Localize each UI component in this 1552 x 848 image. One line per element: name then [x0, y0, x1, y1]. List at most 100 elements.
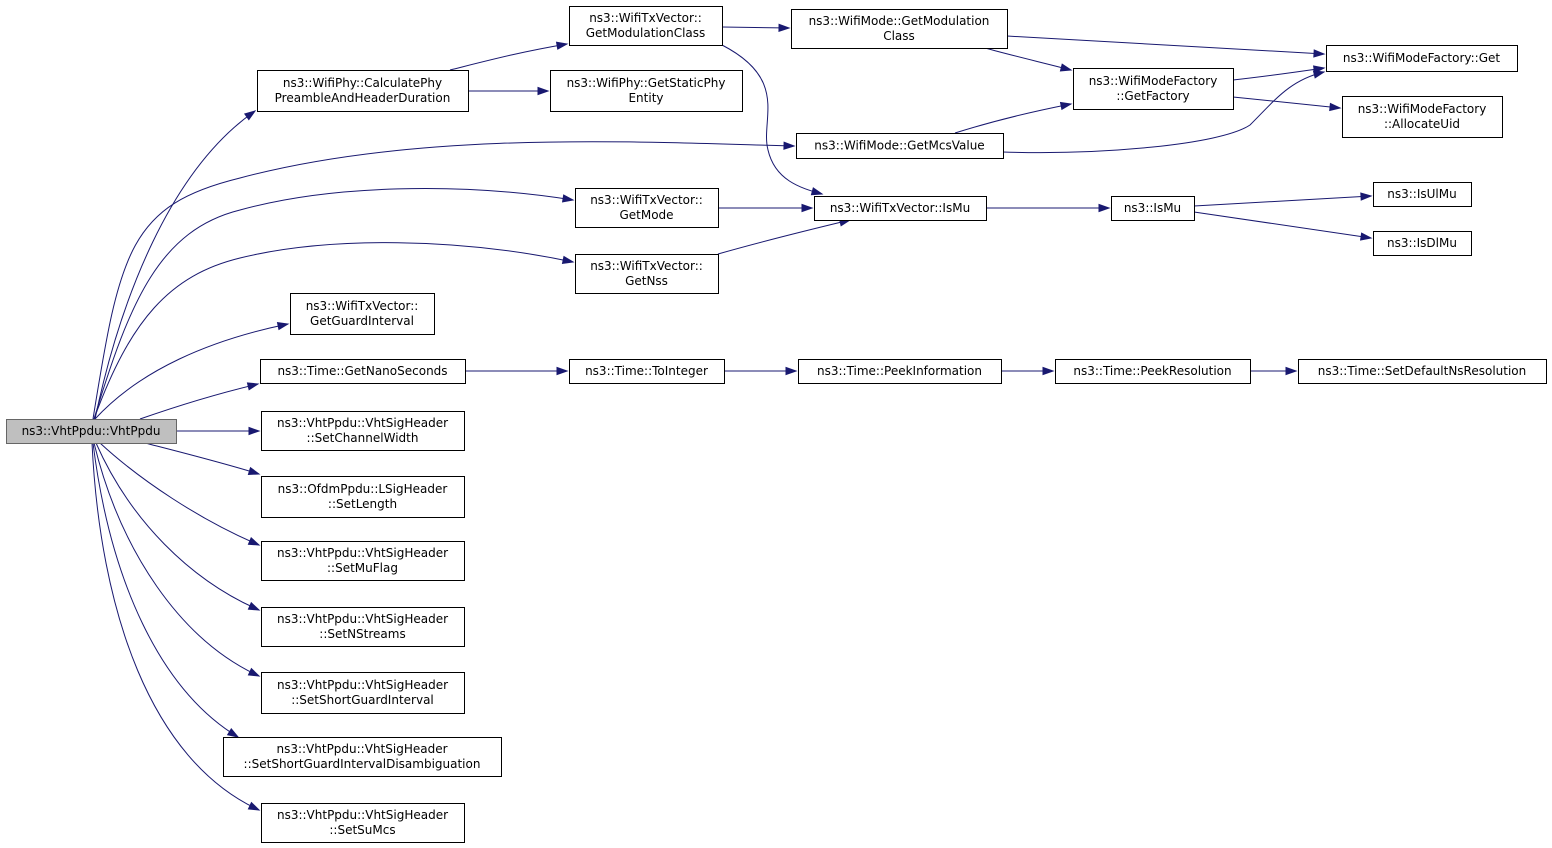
node-box [569, 359, 725, 384]
node-box [1373, 182, 1472, 207]
edge-root-getmode [93, 188, 574, 420]
node-label: ns3::WifiMode::GetMcsValue [814, 139, 984, 153]
node-label: Class [883, 29, 915, 43]
node-allocuid[interactable]: ns3::WifiModeFactory::AllocateUid [1342, 96, 1503, 138]
node-label: ns3::VhtPpdu::VhtSigHeader [277, 612, 448, 626]
node-getmode[interactable]: ns3::WifiTxVector::GetMode [575, 188, 719, 228]
arrowhead-root-sumcs [247, 801, 261, 811]
edge-root-calc [94, 110, 256, 420]
arrowhead-modegetmodclass-getfactory [1059, 63, 1073, 72]
edge-getfactory-allocuid [1232, 96, 1341, 109]
node-isdlmu[interactable]: ns3::IsDlMu [1373, 231, 1472, 256]
edge-root-guard [94, 323, 289, 420]
arrowhead-root-muflag [247, 537, 261, 546]
edge-getmcs-getfactory [954, 103, 1072, 134]
edge-getnss-txismu [717, 219, 851, 255]
node-label: ns3::WifiModeFactory::Get [1343, 51, 1500, 65]
node-label: ns3::IsMu [1124, 201, 1181, 215]
node-box [814, 196, 987, 221]
edge-root-sgidis [92, 442, 239, 738]
arrowhead-root-getmode [561, 194, 575, 203]
node-label: ns3::WifiPhy::CalculatePhy [283, 76, 442, 90]
node-label: ns3::IsDlMu [1387, 236, 1457, 250]
edge-root-nstreams [95, 442, 260, 611]
edge-root-getmcs [92, 141, 795, 420]
node-box [1342, 96, 1503, 138]
edge-root-setlength [144, 442, 260, 475]
node-peekres[interactable]: ns3::Time::PeekResolution [1055, 359, 1251, 384]
call-graph-edges [91, 23, 1373, 811]
node-getnss[interactable]: ns3::WifiTxVector::GetNss [575, 254, 719, 294]
node-sgi[interactable]: ns3::VhtPpdu::VhtSigHeader::SetShortGuar… [261, 672, 465, 714]
node-label: ns3::Time::SetDefaultNsResolution [1318, 364, 1527, 378]
node-box [1298, 359, 1547, 384]
node-calc[interactable]: ns3::WifiPhy::CalculatePhyPreambleAndHea… [257, 70, 469, 112]
node-guard[interactable]: ns3::WifiTxVector::GetGuardInterval [290, 293, 435, 335]
node-label: ns3::VhtPpdu::VhtPpdu [22, 424, 161, 438]
node-box [550, 70, 743, 112]
arrowhead-ismu-isdlmu [1360, 232, 1373, 241]
node-label: ns3::WifiTxVector:: [306, 299, 419, 313]
node-getfactory[interactable]: ns3::WifiModeFactory::GetFactory [1073, 68, 1234, 110]
arrowhead-getmodclass-txismu [810, 187, 824, 196]
node-factoryget[interactable]: ns3::WifiModeFactory::Get [1326, 45, 1518, 72]
edge-root-sumcs [91, 442, 260, 811]
node-label: GetMode [619, 208, 673, 222]
edge-getmcs-factoryget [1002, 71, 1325, 154]
node-setlength[interactable]: ns3::OfdmPpdu::LSigHeader::SetLength [261, 476, 465, 518]
node-modegetmodclass[interactable]: ns3::WifiMode::GetModulationClass [791, 9, 1008, 49]
arrowhead-modegetmodclass-factoryget [1313, 49, 1326, 58]
edge-getfactory-factoryget [1232, 67, 1325, 81]
node-label: ns3::Time::GetNanoSeconds [277, 364, 447, 378]
node-nano[interactable]: ns3::Time::GetNanoSeconds [260, 359, 466, 384]
node-label: ::SetShortGuardInterval [291, 693, 434, 707]
node-box [257, 70, 469, 112]
node-muflag[interactable]: ns3::VhtPpdu::VhtSigHeader::SetMuFlag [261, 541, 465, 581]
node-setdefault[interactable]: ns3::Time::SetDefaultNsResolution [1298, 359, 1547, 384]
edge-getmodclass-txismu [721, 44, 823, 195]
edge-modegetmodclass-factoryget [1006, 35, 1325, 55]
node-label: ns3::WifiTxVector:: [590, 193, 703, 207]
node-label: ns3::WifiTxVector:: [589, 11, 702, 25]
edge-root-nano [139, 383, 259, 420]
node-box [1111, 196, 1195, 221]
node-sgidis[interactable]: ns3::VhtPpdu::VhtSigHeader::SetShortGuar… [223, 737, 502, 777]
node-box [569, 6, 723, 46]
node-label: ::AllocateUid [1384, 117, 1460, 131]
node-label: ns3::OfdmPpdu::LSigHeader [278, 482, 448, 496]
edge-getmodclass-modegetmodclass [721, 26, 790, 29]
node-getmodclass[interactable]: ns3::WifiTxVector::GetModulationClass [569, 6, 723, 46]
node-peekinfo[interactable]: ns3::Time::PeekInformation [798, 359, 1002, 384]
node-label: ns3::Time::ToInteger [585, 364, 708, 378]
node-isulmu[interactable]: ns3::IsUlMu [1373, 182, 1472, 207]
node-sumcs[interactable]: ns3::VhtPpdu::VhtSigHeader::SetSuMcs [261, 803, 465, 843]
arrowhead-root-chwidth [248, 426, 261, 436]
arrowhead-getmcs-getfactory [1059, 101, 1073, 111]
arrowhead-root-guard [276, 322, 290, 331]
node-toint[interactable]: ns3::Time::ToInteger [569, 359, 725, 384]
arrowhead-getfactory-allocuid [1329, 102, 1342, 112]
node-ismu[interactable]: ns3::IsMu [1111, 196, 1195, 221]
node-label: ns3::Time::PeekInformation [817, 364, 982, 378]
node-root[interactable]: ns3::VhtPpdu::VhtPpdu [6, 419, 177, 444]
node-label: Entity [628, 91, 663, 105]
node-txismu[interactable]: ns3::WifiTxVector::IsMu [814, 196, 987, 221]
edge-root-getnss [93, 242, 574, 420]
node-getmcs[interactable]: ns3::WifiMode::GetMcsValue [796, 133, 1004, 159]
node-nstreams[interactable]: ns3::VhtPpdu::VhtSigHeader::SetNStreams [261, 607, 465, 647]
node-box [290, 293, 435, 335]
arrowhead-toint-peekinfo [785, 366, 798, 376]
node-box [260, 359, 466, 384]
node-box [1073, 68, 1234, 110]
call-graph-nodes: ns3::VhtPpdu::VhtPpdu ns3::WifiPhy::Calcu… [6, 6, 1547, 843]
node-label: ns3::WifiModeFactory [1358, 102, 1487, 116]
node-box [575, 188, 719, 228]
node-label: PreambleAndHeaderDuration [275, 91, 451, 105]
arrowhead-peekres-setdefault [1285, 366, 1298, 376]
node-label: ns3::Time::PeekResolution [1073, 364, 1231, 378]
node-chwidth[interactable]: ns3::VhtPpdu::VhtSigHeader::SetChannelWi… [261, 411, 465, 451]
arrowhead-root-nano [246, 382, 260, 391]
arrowhead-root-setlength [247, 466, 261, 475]
